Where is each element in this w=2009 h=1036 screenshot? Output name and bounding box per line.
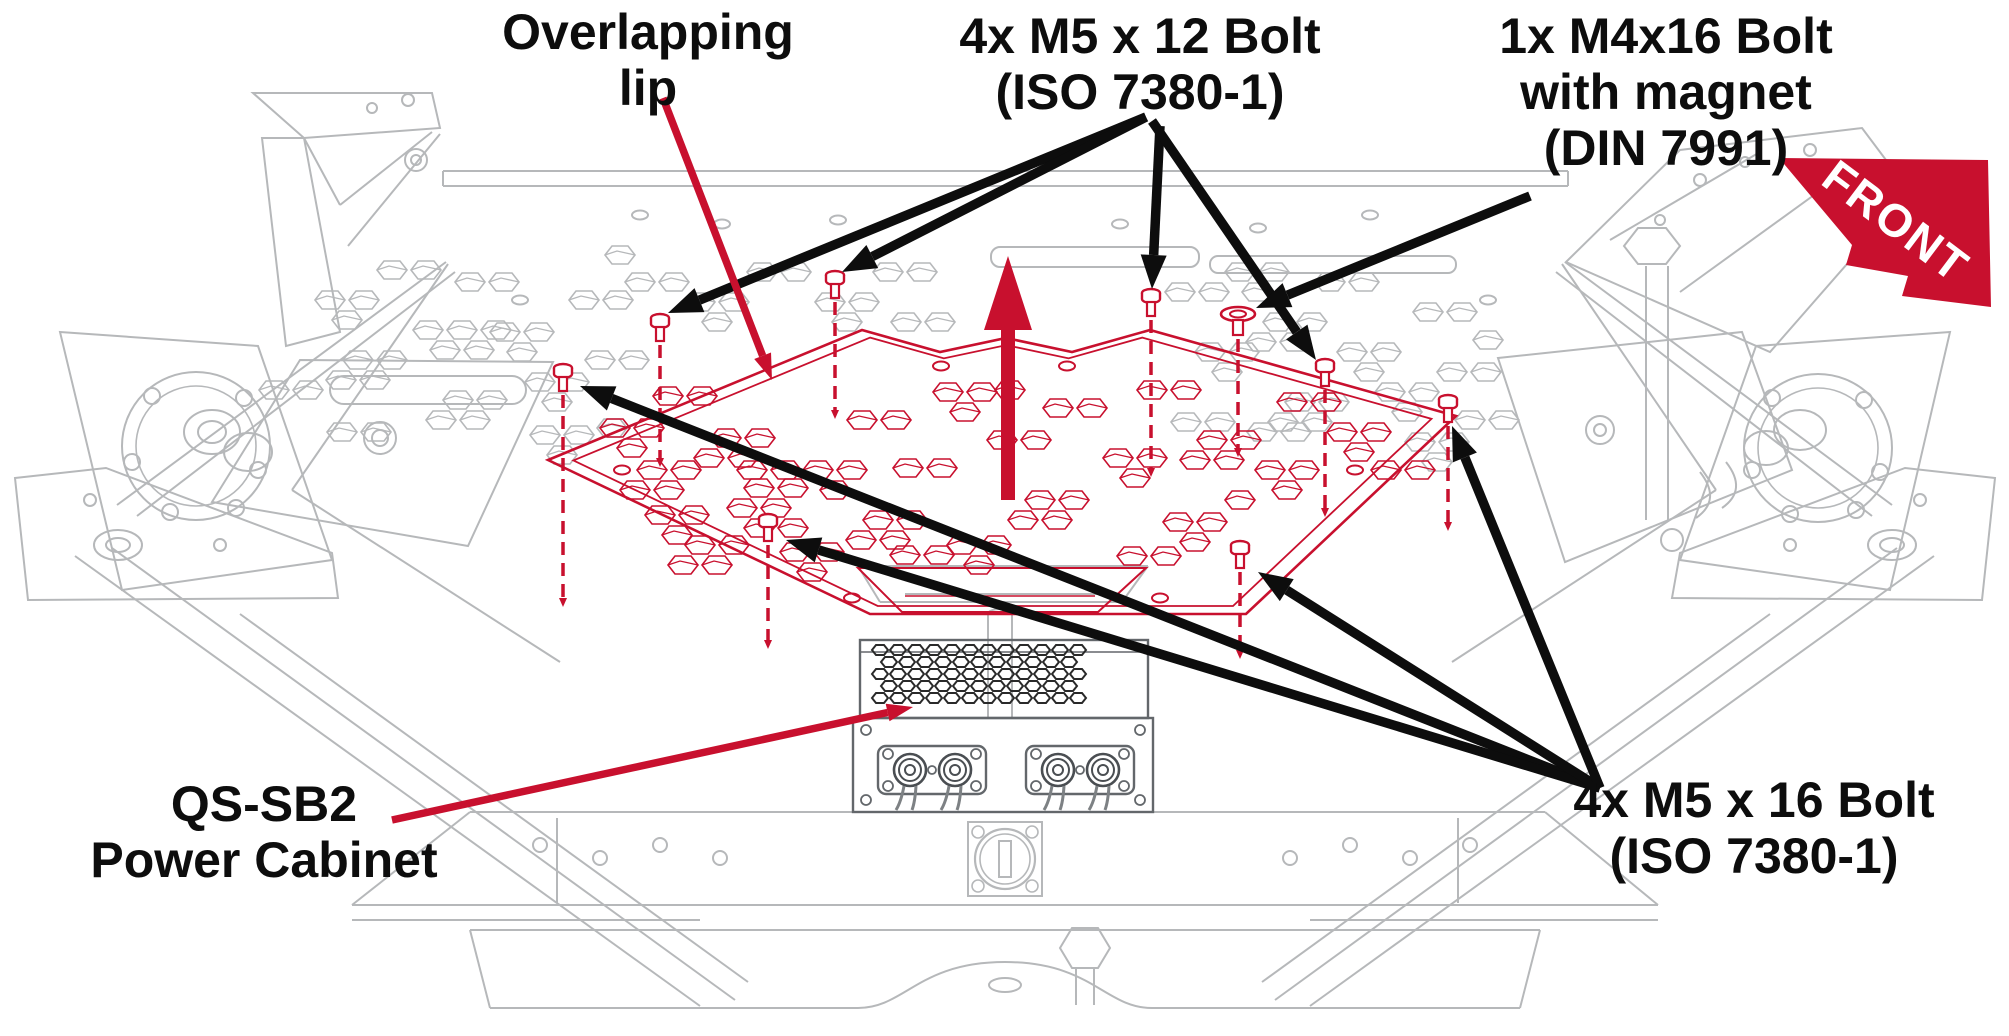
power-cabinet-line-art — [851, 638, 1155, 897]
label-line: 4x M5 x 16 Bolt — [1573, 772, 1935, 828]
base-frame-line-art — [13, 92, 1997, 1009]
label-line: with magnet — [1520, 64, 1812, 120]
label-overlapping-lip: Overlapping lip — [448, 4, 848, 116]
bolt-markers — [552, 269, 1459, 659]
label-line: 1x M4x16 Bolt — [1499, 8, 1833, 64]
label-m5x12-bolt: 4x M5 x 12 Bolt (ISO 7380-1) — [940, 8, 1340, 120]
label-m4x16-bolt: 1x M4x16 Bolt with magnet (DIN 7991) — [1466, 8, 1866, 176]
label-line: Overlapping — [502, 4, 794, 60]
red-callout-arrows — [391, 96, 1032, 824]
label-line: (ISO 7380-1) — [1609, 828, 1899, 884]
label-line: 4x M5 x 12 Bolt — [959, 8, 1321, 64]
label-m5x16-bolt: 4x M5 x 16 Bolt (ISO 7380-1) — [1534, 772, 1974, 884]
base-hex-pattern — [257, 245, 1521, 472]
label-line: (DIN 7991) — [1543, 120, 1789, 176]
black-callout-arrows — [580, 112, 1605, 793]
top-plate-hex-pattern — [598, 380, 1437, 582]
label-line: (ISO 7380-1) — [995, 64, 1285, 120]
front-direction-banner — [1779, 158, 1991, 307]
label-qs-sb2-power-cabinet: QS-SB2 Power Cabinet — [64, 776, 464, 888]
label-line: QS-SB2 — [170, 776, 358, 832]
label-line: lip — [618, 60, 678, 116]
label-line: Power Cabinet — [90, 832, 438, 888]
